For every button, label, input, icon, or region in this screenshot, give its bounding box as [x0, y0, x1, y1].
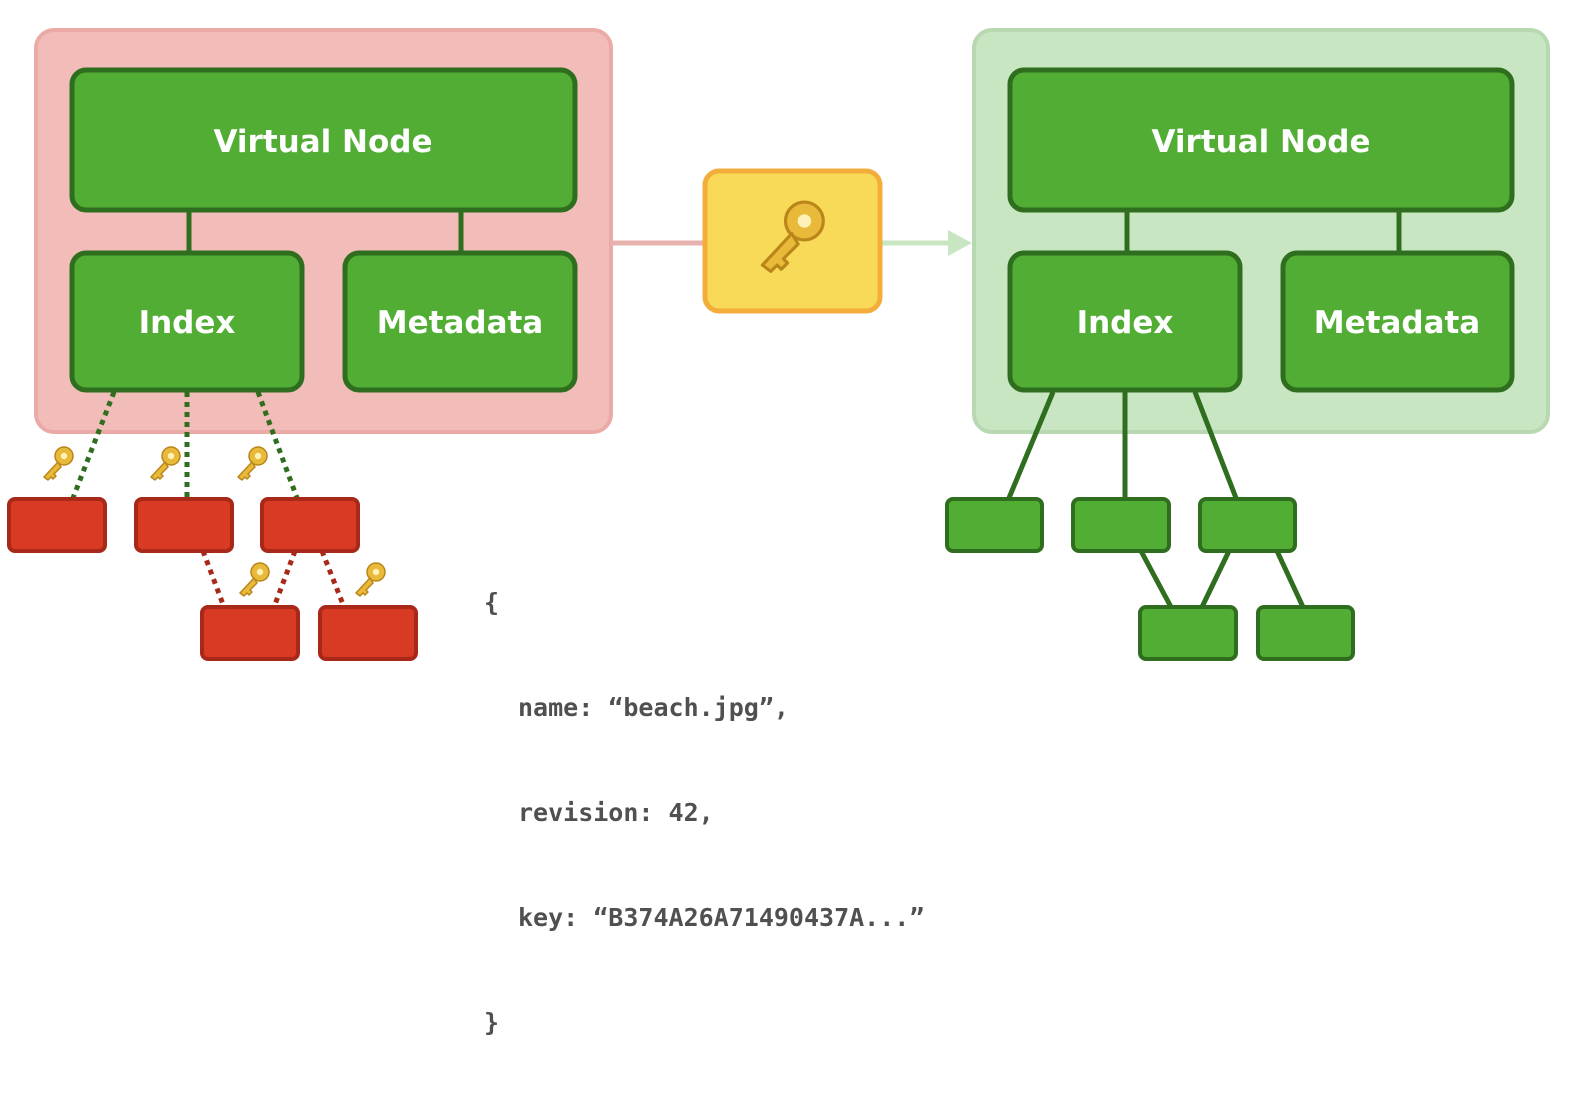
code-name-line: name: “beach.jpg”,: [518, 693, 789, 722]
encrypted-block[interactable]: [200, 605, 300, 661]
right-virtual-node-label: Virtual Node: [1151, 124, 1370, 160]
left-index-label: Index: [139, 305, 236, 341]
right-module: Virtual Node Index Metadata: [972, 28, 1550, 434]
decrypted-link: [1138, 549, 1174, 609]
key-icon: [237, 446, 268, 481]
decrypted-block[interactable]: [1138, 605, 1238, 661]
encrypted-link: [200, 550, 227, 608]
code-key-line: key: “B374A26A71490437A...”: [518, 903, 925, 932]
left-metadata-node[interactable]: Metadata: [342, 250, 578, 393]
metadata-code-snippet: { name: “beach.jpg”, revision: 42, key: …: [484, 515, 924, 1110]
left-virtual-node[interactable]: Virtual Node: [69, 67, 578, 213]
code-revision-line: revision: 42,: [518, 798, 714, 827]
decrypted-block[interactable]: [1071, 497, 1171, 553]
left-metadata-label: Metadata: [377, 305, 543, 341]
decrypted-links: [1006, 391, 1306, 609]
left-index-node[interactable]: Index: [69, 250, 305, 393]
decrypted-link: [1274, 549, 1306, 609]
encrypted-block[interactable]: [7, 497, 107, 553]
encrypted-link: [255, 391, 300, 499]
decrypted-link: [1006, 391, 1056, 499]
left-module: Virtual Node Index Metadata: [34, 28, 613, 434]
encrypted-block[interactable]: [134, 497, 234, 553]
key-icon: [239, 562, 270, 597]
decrypted-block[interactable]: [945, 497, 1044, 553]
right-metadata-node[interactable]: Metadata: [1280, 250, 1515, 393]
encrypted-blocks: [7, 497, 418, 661]
decrypted-block[interactable]: [1198, 497, 1297, 553]
key-icon: [150, 446, 181, 481]
code-open-brace: {: [484, 588, 500, 617]
code-close-brace: }: [484, 1008, 500, 1037]
key-icon: [43, 446, 74, 481]
right-index-label: Index: [1077, 305, 1174, 341]
encrypted-link: [319, 550, 347, 608]
encrypted-links: [70, 391, 347, 608]
decrypted-block[interactable]: [1256, 605, 1355, 661]
right-index-node[interactable]: Index: [1007, 250, 1243, 393]
encrypted-block[interactable]: [260, 497, 360, 553]
encrypted-link: [271, 550, 298, 608]
diagram-stage: Virtual Node Index Metadata: [7, 28, 1550, 1037]
encrypted-block[interactable]: [318, 605, 418, 661]
right-metadata-label: Metadata: [1314, 305, 1480, 341]
center-key-box[interactable]: [702, 168, 883, 314]
decrypted-blocks: [945, 497, 1355, 661]
decrypted-link: [1192, 391, 1239, 499]
decrypted-link: [1199, 549, 1232, 609]
arrow-head-icon: [948, 230, 972, 256]
left-virtual-node-label: Virtual Node: [213, 124, 432, 160]
key-icon: [355, 562, 386, 597]
encrypted-link: [70, 391, 117, 499]
right-virtual-node[interactable]: Virtual Node: [1007, 67, 1515, 213]
vfs-encryption-diagram: Virtual Node Index Metadata: [7, 28, 1550, 661]
